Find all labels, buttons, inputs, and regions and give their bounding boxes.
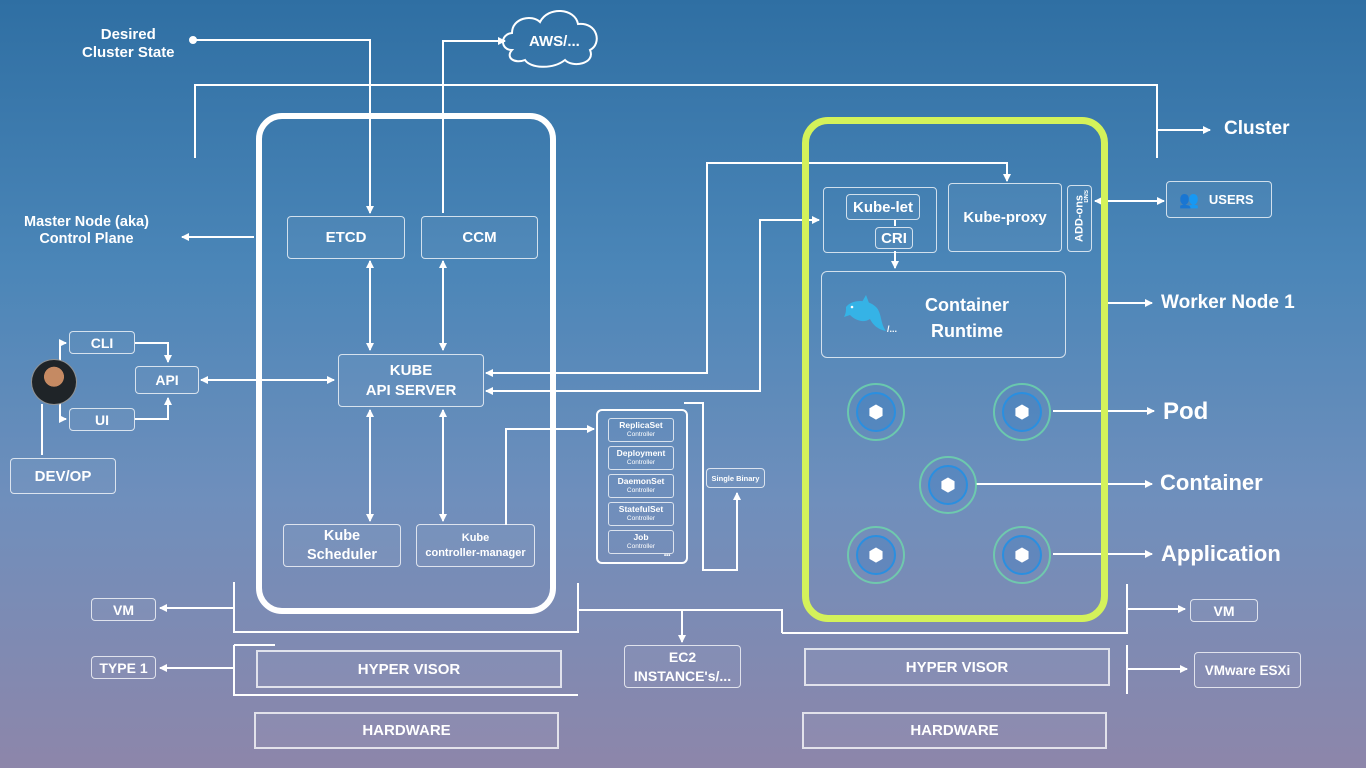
- cube-icon: ⬢: [1014, 401, 1030, 422]
- vm-left-box: VM: [91, 598, 156, 621]
- cri-box: CRI: [875, 227, 913, 249]
- ec2-box: EC2 INSTANCE's/...: [624, 645, 741, 688]
- desired-cluster-state-label: Desired Cluster State: [82, 26, 175, 61]
- controllers-more: •••: [664, 553, 671, 559]
- kubelet-group: [823, 187, 937, 253]
- pod-middle: ⬢: [919, 456, 977, 514]
- worker-node-container: [802, 117, 1108, 622]
- vmware-esxi-box: VMware ESXi: [1194, 652, 1301, 688]
- master-node-label: Master Node (aka) Control Plane: [24, 214, 149, 248]
- pod-label: Pod: [1163, 398, 1209, 425]
- ccm-box: CCM: [421, 216, 538, 259]
- cube-icon: ⬢: [940, 474, 956, 495]
- cluster-label: Cluster: [1224, 118, 1290, 139]
- devop-box: DEV/OP: [10, 458, 116, 494]
- application-label: Application: [1161, 541, 1281, 566]
- avatar: [31, 359, 77, 405]
- api-box: API: [135, 366, 199, 394]
- kube-controller-manager-box: Kube controller-manager: [416, 524, 535, 567]
- users-icon: 👥: [1179, 191, 1199, 209]
- kube-proxy-box: Kube-proxy: [948, 183, 1062, 252]
- ui-box: UI: [69, 408, 135, 431]
- single-binary-box: Single Binary: [706, 468, 765, 488]
- hardware-left-box: HARDWARE: [254, 712, 559, 749]
- vm-right-box: VM: [1190, 599, 1258, 622]
- etcd-box: ETCD: [287, 216, 405, 259]
- hypervisor-right-box: HYPER VISOR: [804, 648, 1110, 686]
- container-runtime-label: Container Runtime: [924, 295, 1009, 342]
- runtime-suffix: /...: [887, 324, 898, 334]
- type1-box: TYPE 1: [91, 656, 156, 679]
- pod-top-left: ⬢: [847, 383, 905, 441]
- aws-cloud-label: AWS/...: [529, 33, 580, 50]
- dolphin-icon: [842, 293, 890, 337]
- cli-box: CLI: [69, 331, 135, 354]
- cube-icon: ⬢: [868, 401, 884, 422]
- worker-node-label: Worker Node 1: [1161, 292, 1295, 313]
- container-label: Container: [1160, 470, 1263, 495]
- kube-scheduler-box: Kube Scheduler: [283, 524, 401, 567]
- kubelet-box: Kube-let: [846, 194, 920, 220]
- controllers-group: [596, 409, 688, 564]
- dns-label: DNS: [1084, 190, 1090, 203]
- users-box: 👥 USERS: [1166, 181, 1272, 218]
- hardware-right-box: HARDWARE: [802, 712, 1107, 749]
- container-runtime-box: [821, 271, 1066, 358]
- users-label: USERS: [1208, 192, 1254, 207]
- pod-top-right: ⬢: [993, 383, 1051, 441]
- kube-api-server-box: KUBE API SERVER: [338, 354, 484, 407]
- pod-bottom-right: ⬢: [993, 526, 1051, 584]
- cube-icon: ⬢: [1014, 544, 1030, 565]
- pod-bottom-left: ⬢: [847, 526, 905, 584]
- cube-icon: ⬢: [868, 544, 884, 565]
- hypervisor-left-box: HYPER VISOR: [256, 650, 562, 688]
- control-plane-container: [256, 113, 556, 614]
